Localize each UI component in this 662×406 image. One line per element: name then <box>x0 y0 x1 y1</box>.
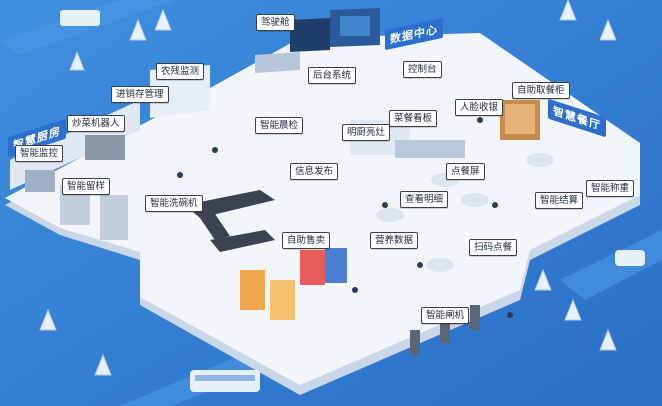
label-pesticide: 农残监测 <box>156 63 205 80</box>
shelf-1 <box>240 270 265 310</box>
person <box>177 172 183 178</box>
vending-machine-2 <box>325 248 347 283</box>
person <box>382 202 388 208</box>
label-smart-scale: 智能称重 <box>586 180 635 197</box>
label-auto-cabinet: 自助取餐柜 <box>512 82 570 99</box>
gate-3 <box>470 305 480 330</box>
person <box>417 262 423 268</box>
person <box>352 287 358 293</box>
gate-2 <box>440 318 450 343</box>
label-smart-dishwasher: 智能洗碗机 <box>145 195 203 212</box>
table-4 <box>426 258 454 272</box>
label-nutrition: 营养数据 <box>370 232 419 249</box>
shelf-2 <box>270 280 295 320</box>
label-info-release: 信息发布 <box>290 163 339 180</box>
label-open-kitchen: 明厨亮灶 <box>342 124 391 141</box>
table-2 <box>461 193 489 207</box>
dishwasher-conveyor <box>185 190 275 218</box>
label-cockpit: 驾驶舱 <box>256 14 295 31</box>
label-backend: 后台系统 <box>308 67 357 84</box>
gate-1 <box>410 330 420 355</box>
label-scan-order: 扫码点餐 <box>469 239 518 256</box>
conveyor-bottom <box>210 230 275 252</box>
label-smart-sample: 智能留样 <box>62 178 111 195</box>
tree <box>599 18 617 41</box>
tree <box>154 8 172 31</box>
label-control: 控制台 <box>403 61 442 78</box>
tree <box>534 268 552 291</box>
label-view-details: 查看明细 <box>400 191 449 208</box>
backend-desk <box>255 52 300 73</box>
robot-machine <box>85 135 125 160</box>
pickup-cabinet-doors <box>505 104 535 134</box>
road-right <box>560 230 662 300</box>
label-auto-sale: 自助售卖 <box>282 232 331 249</box>
tree <box>39 308 57 331</box>
table-5 <box>526 153 554 167</box>
tree <box>69 50 85 71</box>
tree <box>564 298 582 321</box>
label-dish-board: 菜餐看板 <box>389 110 438 127</box>
label-smart-monitor: 智能监控 <box>15 145 64 162</box>
label-robot: 炒菜机器人 <box>67 115 125 132</box>
tree <box>559 0 577 21</box>
dish-board-counter <box>395 140 465 158</box>
label-inspection: 智能晨检 <box>255 117 304 134</box>
monitor-station <box>25 170 55 192</box>
person <box>212 147 218 153</box>
car <box>615 250 645 266</box>
table-3 <box>376 208 404 222</box>
storage-cabinet <box>100 195 128 240</box>
tree <box>94 353 112 376</box>
tree <box>599 328 617 351</box>
label-smart-gate: 智能闸机 <box>421 307 470 324</box>
truck <box>60 10 100 26</box>
cockpit-screen <box>290 18 330 52</box>
label-inventory: 进销存管理 <box>111 86 169 103</box>
vending-machine <box>300 250 325 285</box>
person <box>477 117 483 123</box>
person <box>492 202 498 208</box>
tree <box>129 18 147 41</box>
road-top-left <box>0 0 175 55</box>
screen-glow <box>340 16 370 36</box>
bus-windows <box>195 375 255 381</box>
label-order-screen: 点餐屏 <box>446 163 485 180</box>
conveyor-turn <box>200 214 230 240</box>
label-face-checkout: 人脸收银 <box>455 99 504 116</box>
label-smart-settlement: 智能结算 <box>535 192 584 209</box>
person <box>507 312 513 318</box>
